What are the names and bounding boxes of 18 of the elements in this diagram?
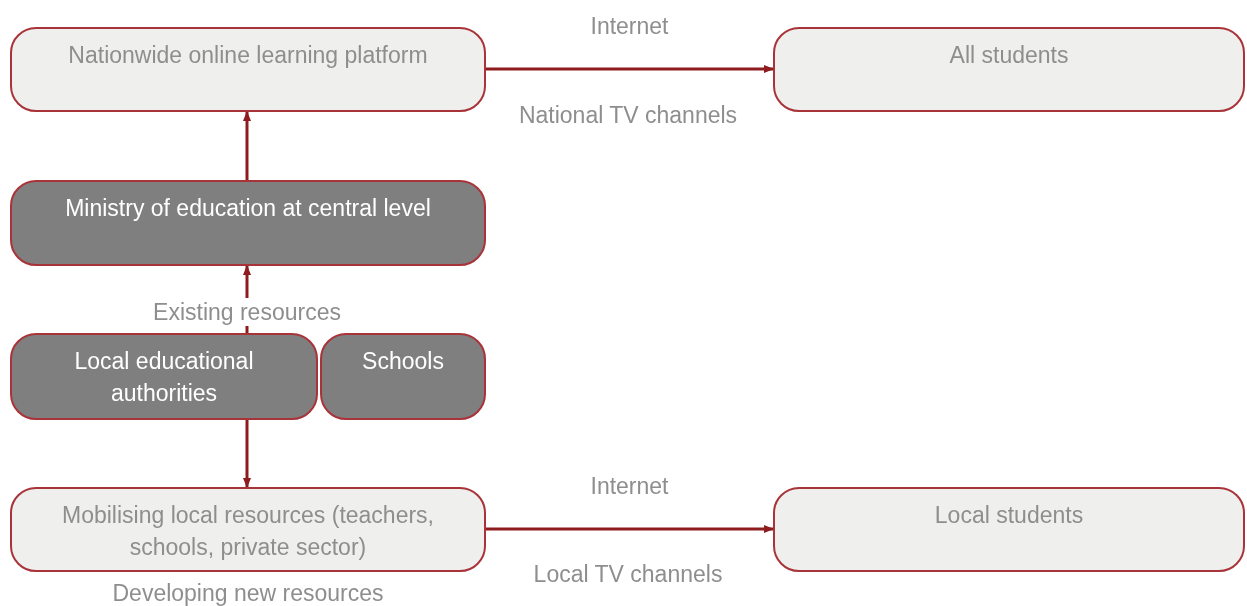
- arrow: [486, 65, 774, 73]
- node-text: Nationwide online learning platform: [68, 41, 428, 70]
- rounded-box: [773, 487, 1245, 572]
- node-text: Local students: [934, 501, 1084, 530]
- rounded-box: [10, 27, 486, 112]
- node-text: Schools: [362, 347, 444, 376]
- node-text: All students: [949, 41, 1069, 70]
- arrow: [243, 420, 251, 488]
- rounded-box: [10, 180, 486, 266]
- rounded-box: [773, 27, 1245, 112]
- node-text: Mobilising local resources (teachers, schools, private sector): [61, 501, 435, 562]
- arrow: [243, 111, 251, 180]
- rounded-box: [320, 333, 486, 420]
- rounded-box: [10, 487, 486, 572]
- rounded-box: [10, 333, 318, 420]
- node-text: Local educational authorities: [73, 347, 255, 408]
- arrow: [486, 525, 774, 533]
- node-text: Ministry of education at central level: [65, 194, 431, 223]
